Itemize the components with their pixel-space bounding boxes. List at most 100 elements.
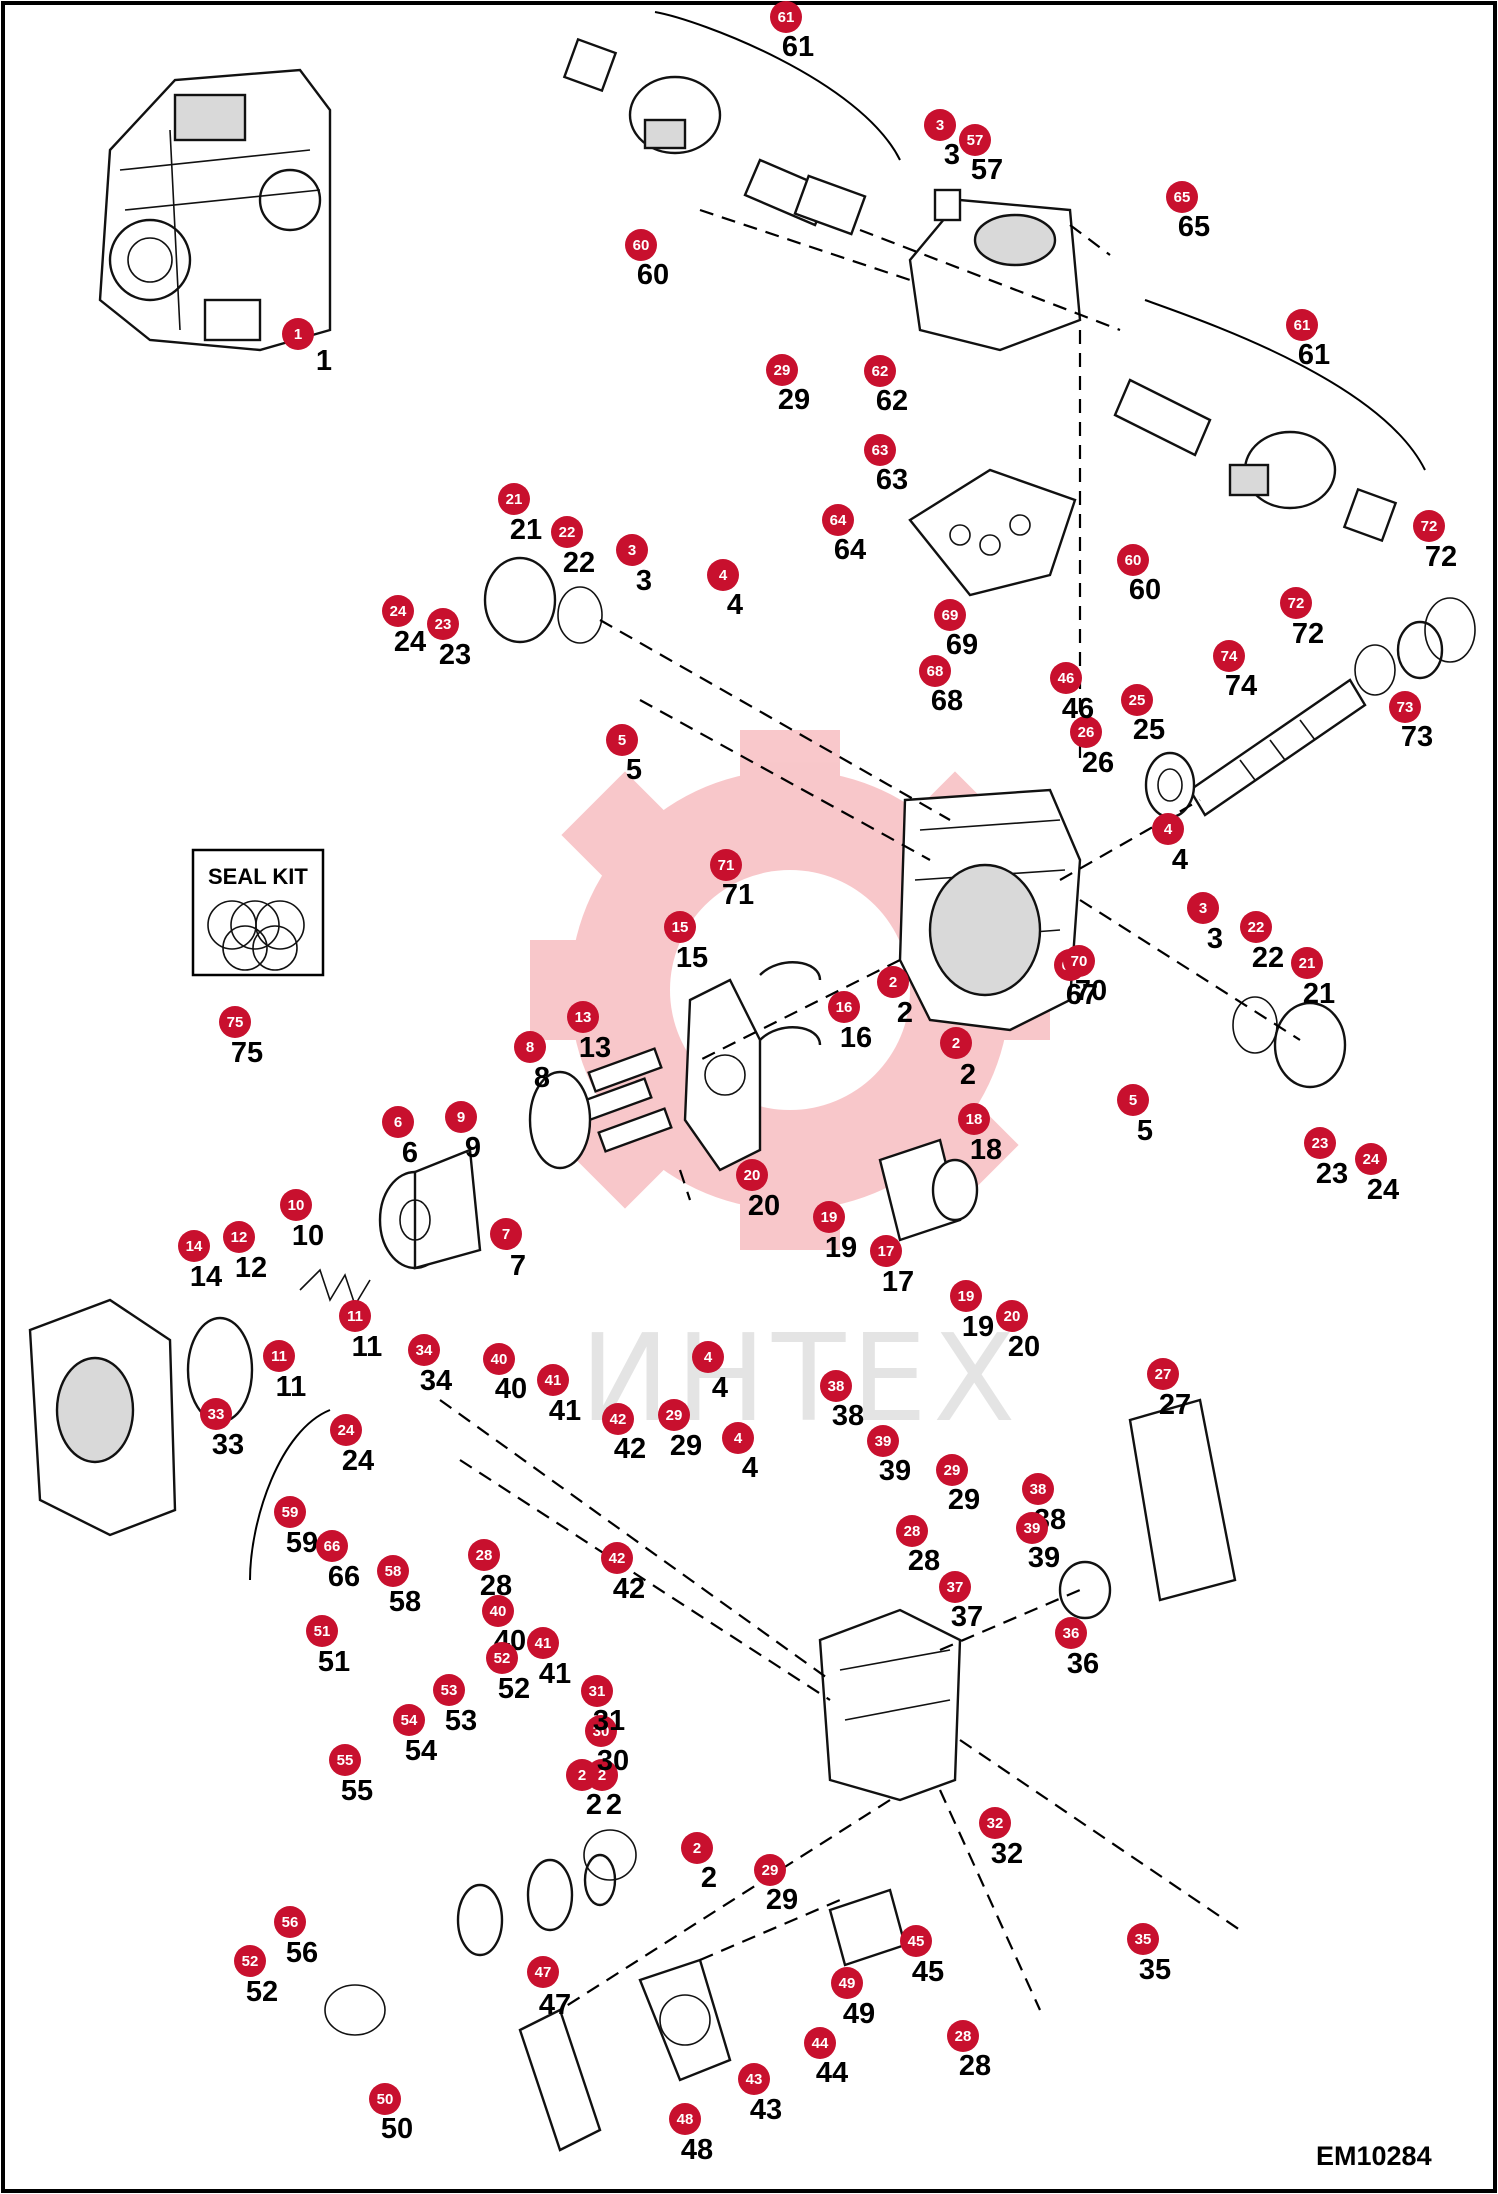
control-piston-21-left: [483, 556, 603, 644]
callout-badge-label: 30: [593, 1723, 610, 1740]
callout-badge: [1389, 691, 1421, 723]
callout-badge-label: 22: [1248, 919, 1265, 936]
callout-badge: [1063, 945, 1095, 977]
callout-part-number: 4: [742, 1452, 758, 1484]
callout-badge-label: 28: [955, 2028, 972, 2045]
callout-badge: [527, 1956, 559, 1988]
callout-badge: [1127, 1923, 1159, 1955]
callout-part-number: 70: [1075, 975, 1107, 1007]
callout-part-number: 3: [636, 565, 652, 597]
callout-part-number: 59: [286, 1527, 318, 1559]
callout-part-number: 50: [381, 2113, 413, 2145]
callout-part-number: 67: [1066, 979, 1098, 1011]
callout-badge-label: 50: [377, 2091, 394, 2108]
callout-part-number: 22: [1252, 942, 1284, 974]
callout-badge: [514, 1031, 546, 1063]
spring-10: [299, 1268, 371, 1307]
callout-badge: [377, 1555, 409, 1587]
callout-2: 22: [586, 1759, 622, 1821]
callout-part-number: 4: [1172, 844, 1188, 876]
callout-badge: [482, 1595, 514, 1627]
callout-badge: [369, 2083, 401, 2115]
callout-badge: [1304, 1127, 1336, 1159]
callout-badge: [1016, 1512, 1048, 1544]
callout-badge-label: 26: [1078, 724, 1095, 741]
callout-badge: [408, 1334, 440, 1366]
callout-part-number: 30: [597, 1745, 629, 1777]
watermark-text: ИНТЕХ: [580, 1310, 1021, 1449]
callout-part-number: 42: [613, 1573, 645, 1605]
callout-badge: [936, 1454, 968, 1486]
callout-badge: [219, 1006, 251, 1038]
callout-part-number: 24: [342, 1445, 374, 1477]
callout-part-number: 29: [670, 1430, 702, 1462]
callout-badge: [329, 1744, 361, 1776]
cradle-bearings-16: [759, 961, 822, 1046]
callout-badge-label: 22: [559, 524, 576, 541]
callout-badge: [468, 1539, 500, 1571]
callout-badge: [959, 124, 991, 156]
callout-badge: [1055, 1617, 1087, 1649]
lower-control-block: [818, 1608, 962, 1802]
callout-part-number: 47: [539, 1989, 571, 2021]
callout-badge-label: 15: [672, 919, 689, 936]
callout-badge-label: 21: [1299, 955, 1316, 972]
callout-badge-label: 9: [457, 1109, 465, 1126]
callout-5: 55: [1117, 1084, 1153, 1147]
solenoid-right: [1113, 378, 1398, 543]
callout-part-number: 35: [1139, 1954, 1171, 1986]
callout-part-number: 31: [593, 1705, 625, 1737]
callout-3: 33: [616, 534, 652, 597]
callout-badge-label: 70: [1071, 953, 1088, 970]
callout-part-number: 29: [778, 384, 810, 416]
callout-part-number: 66: [328, 1561, 360, 1593]
seal-kit-box: SEAL KIT: [191, 848, 325, 977]
callout-part-number: 63: [876, 464, 908, 496]
callout-part-number: 61: [782, 31, 814, 63]
callout-badge: [200, 1398, 232, 1430]
callout-badge-label: 4: [734, 1430, 743, 1447]
control-piston-21-right: [1232, 996, 1347, 1089]
callout-part-number: 19: [962, 1311, 994, 1343]
callout-badge: [864, 434, 896, 466]
callout-part-number: 18: [970, 1134, 1002, 1166]
callout-badge: [586, 1759, 618, 1791]
callout-badge-label: 40: [490, 1603, 507, 1620]
callout-6: 66: [382, 1106, 418, 1169]
callout-badge-label: 61: [778, 9, 795, 26]
main-housing: [898, 788, 1082, 1032]
callout-badge-label: 62: [872, 363, 889, 380]
callout-badge-label: 53: [441, 1682, 458, 1699]
callout-part-number: 12: [235, 1252, 267, 1284]
callout-part-number: 68: [931, 685, 963, 717]
callout-badge-label: 64: [830, 512, 847, 529]
callout-part-number: 10: [292, 1220, 324, 1252]
callout-part-number: 43: [750, 2094, 782, 2126]
callout-badge-label: 5: [1129, 1092, 1137, 1109]
callout-badge: [900, 1925, 932, 1957]
callout-part-number: 61: [1298, 339, 1330, 371]
callout-part-number: 11: [352, 1331, 383, 1363]
callout-badge: [1121, 684, 1153, 716]
callout-badge: [867, 1425, 899, 1457]
callout-badge-label: 52: [242, 1953, 259, 1970]
callout-part-number: 32: [991, 1838, 1023, 1870]
callout-part-number: 16: [840, 1022, 872, 1054]
callout-badge-label: 40: [491, 1351, 508, 1368]
callout-badge-label: 11: [347, 1308, 363, 1325]
callout-part-number: 7: [510, 1250, 526, 1282]
diagram-code: EM10284: [1316, 2141, 1432, 2171]
callout-badge: [1240, 911, 1272, 943]
callout-part-number: 9: [465, 1132, 481, 1164]
